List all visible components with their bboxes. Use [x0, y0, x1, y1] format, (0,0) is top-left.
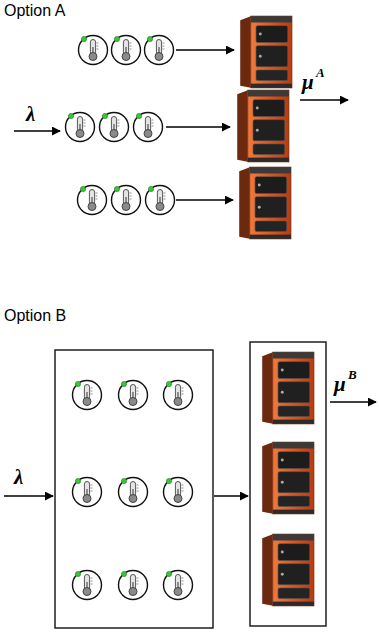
thermometer-sensor — [164, 571, 193, 600]
thermometer-sensor — [79, 36, 108, 65]
thermometer-sensor — [66, 113, 95, 142]
thermometer-sensor — [119, 478, 148, 507]
sensor-pool-box — [55, 350, 213, 628]
flow-arrow — [214, 495, 248, 496]
thermometer-sensor — [78, 186, 107, 215]
option-heading: Option B — [4, 308, 66, 324]
thermometer-sensor — [134, 113, 163, 142]
service-rate: μ — [302, 72, 314, 93]
flow-arrow — [166, 126, 230, 127]
boiler-image — [262, 352, 314, 424]
boiler-image — [237, 90, 289, 162]
boiler-image — [262, 534, 314, 606]
boiler-image — [262, 442, 314, 514]
boiler-image — [239, 167, 291, 239]
boiler-image — [240, 16, 292, 88]
thermometer-sensor — [112, 186, 141, 215]
arrival-arrow — [14, 130, 60, 131]
service-rate-superscript: A — [316, 66, 325, 79]
thermometer-sensor — [112, 36, 141, 65]
thermometer-sensor — [164, 478, 193, 507]
option-a-figure — [66, 16, 292, 239]
arrival-rate: λ — [26, 104, 35, 125]
thermometer-sensor — [73, 478, 102, 507]
thermometer-sensor — [146, 186, 175, 215]
arrival-rate: λ — [14, 467, 23, 488]
thermometer-sensor — [119, 571, 148, 600]
thermometer-sensor — [145, 36, 174, 65]
option-b-figure — [55, 342, 326, 628]
flow-arrow — [176, 49, 234, 50]
service-rate-superscript: B — [348, 368, 357, 381]
thermometer-sensor — [73, 381, 102, 410]
thermometer-sensor — [119, 381, 148, 410]
service-rate: μ — [334, 374, 346, 395]
service-arrow — [330, 401, 376, 402]
thermometer-sensor — [73, 571, 102, 600]
thermometer-sensor — [100, 113, 129, 142]
option-heading: Option A — [4, 3, 65, 19]
service-arrow — [300, 99, 348, 100]
flow-arrow — [176, 199, 233, 200]
boiler-pool-box — [250, 342, 326, 626]
arrival-arrow — [4, 495, 53, 496]
thermometer-sensor — [164, 381, 193, 410]
arrows — [4, 50, 376, 496]
